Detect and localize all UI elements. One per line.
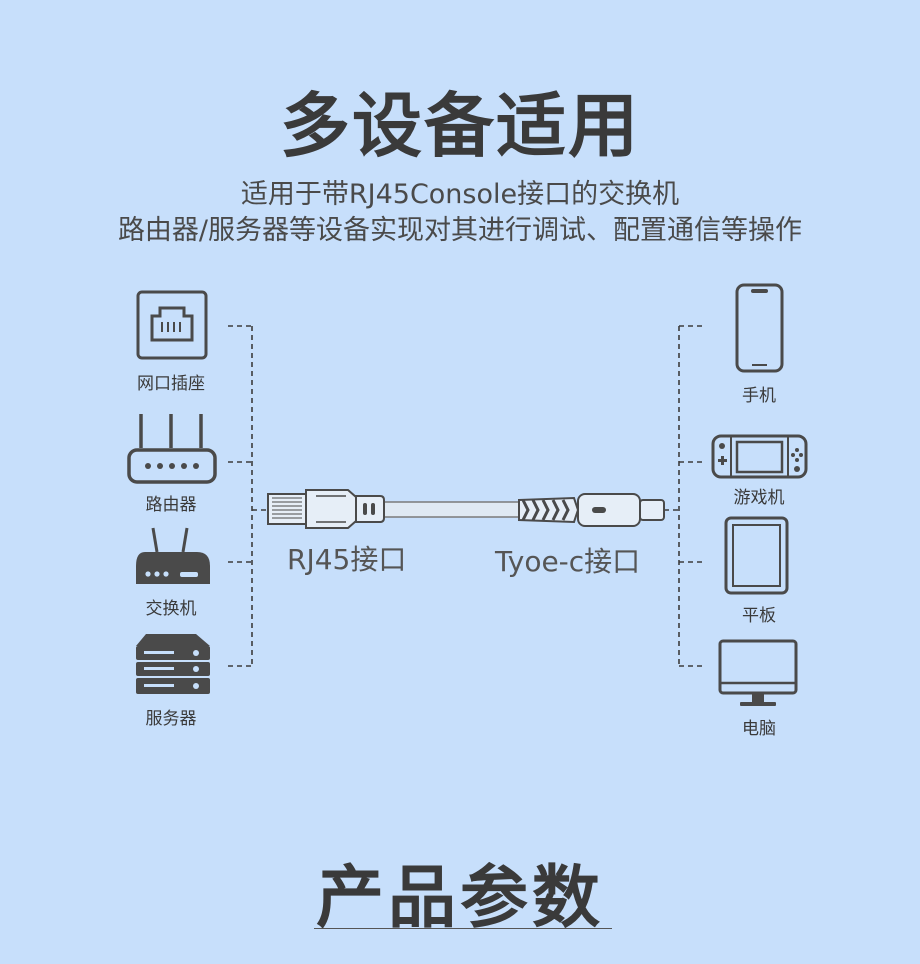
label-rj45-port: RJ45接口 xyxy=(287,543,407,576)
type-c-connector-icon xyxy=(518,493,665,527)
cable xyxy=(381,501,520,518)
label-type-c-port: Tyoe-c接口 xyxy=(495,545,641,578)
tablet-icon xyxy=(724,516,789,595)
subtitle-line-2: 路由器/服务器等设备实现对其进行调试、配置通信等操作 xyxy=(117,215,803,246)
ethernet-socket-icon xyxy=(136,290,208,360)
label-phone: 手机 xyxy=(742,386,776,406)
game-console-icon xyxy=(711,434,808,479)
router-icon xyxy=(127,414,217,484)
label-game-console: 游戏机 xyxy=(733,488,785,508)
computer-icon xyxy=(718,639,798,706)
phone-icon xyxy=(735,283,784,373)
label-switch: 交换机 xyxy=(145,599,197,619)
right-connector-lines xyxy=(664,325,704,667)
switch-icon xyxy=(136,527,210,584)
section-title-product-params: 产品参数 xyxy=(315,859,604,938)
page-title: 多设备适用 xyxy=(280,85,640,167)
label-router: 路由器 xyxy=(145,495,197,515)
subtitle-line-1: 适用于带RJ45Console接口的交换机 xyxy=(240,179,680,210)
label-computer: 电脑 xyxy=(742,719,776,739)
label-tablet: 平板 xyxy=(742,606,776,626)
section-title-underline xyxy=(314,928,612,929)
label-server: 服务器 xyxy=(145,709,197,729)
label-ethernet-socket: 网口插座 xyxy=(137,374,205,394)
left-connector-lines xyxy=(228,325,268,667)
rj45-connector-icon xyxy=(267,489,385,529)
server-icon xyxy=(136,634,210,694)
